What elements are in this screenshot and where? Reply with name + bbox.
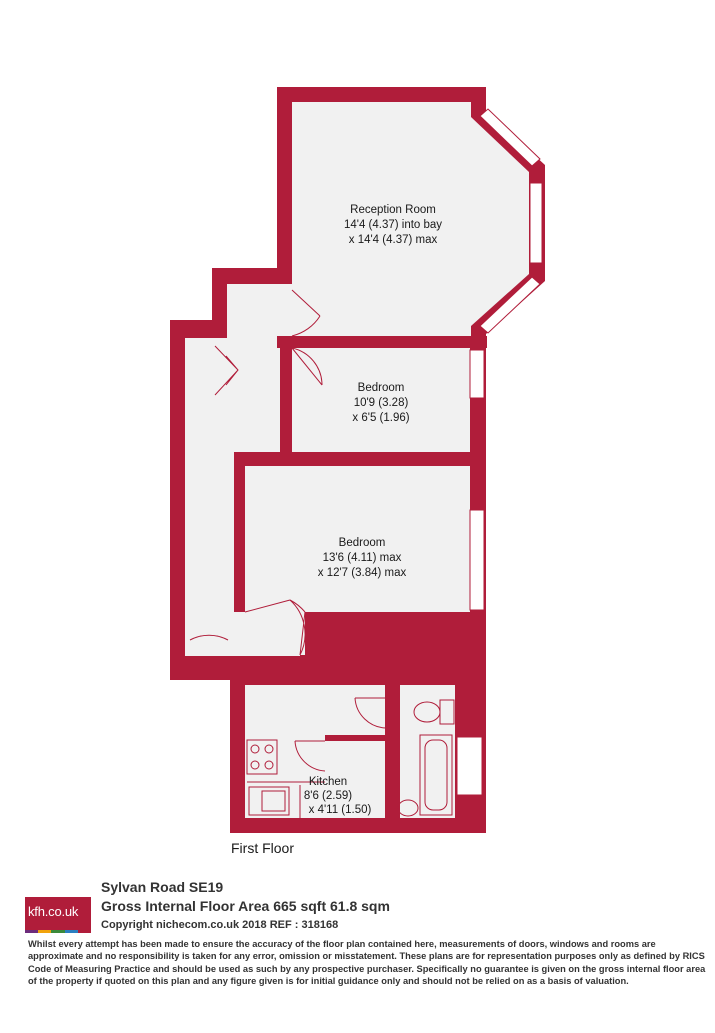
logo-strip-segment xyxy=(64,930,78,933)
cupboard-door xyxy=(214,345,239,396)
window xyxy=(479,108,541,167)
copyright: Copyright nichecom.co.uk 2018 REF : 3181… xyxy=(101,919,339,931)
window xyxy=(469,509,485,611)
kitchen-dim2: x 4'11 (1.50) xyxy=(309,804,372,816)
sink-icon xyxy=(248,786,290,816)
floor-label: First Floor xyxy=(231,840,294,856)
reception-room-dim2: x 14'4 (4.37) max xyxy=(349,234,438,246)
logo-color-strip xyxy=(25,930,92,933)
basin-icon xyxy=(397,799,419,817)
bedroom-large-dim1: 13'6 (4.11) max xyxy=(323,552,402,564)
sink-icon xyxy=(261,790,286,812)
hob-icon xyxy=(250,760,260,770)
wall-divider xyxy=(385,685,400,818)
window xyxy=(469,349,485,399)
room-labels: Reception Room 14'4 (4.37) into bay x 14… xyxy=(304,204,442,816)
windows xyxy=(456,108,543,796)
floor-area: Gross Internal Floor Area 665 sqft 61.8 … xyxy=(101,898,390,914)
bedroom-door-area xyxy=(245,605,305,655)
wall-divider xyxy=(305,656,407,670)
fixtures xyxy=(246,699,455,818)
entrance-floor xyxy=(185,640,230,656)
bedroom-small-name: Bedroom xyxy=(358,382,405,394)
bath-icon xyxy=(419,734,453,816)
bedroom-small-dim2: x 6'5 (1.96) xyxy=(352,412,409,424)
window xyxy=(529,182,543,264)
door-arc xyxy=(289,599,306,656)
kitchen-name: Kitchen xyxy=(309,776,347,788)
window xyxy=(456,736,483,796)
kitchen-dim1: 8'6 (2.59) xyxy=(304,790,352,802)
wall-divider xyxy=(234,452,486,466)
floor-areas xyxy=(185,102,529,818)
wall-divider xyxy=(277,336,487,348)
floor-plan: Reception Room 14'4 (4.37) into bay x 14… xyxy=(170,87,545,833)
wall-divider xyxy=(234,466,245,612)
hob-icon xyxy=(264,744,274,754)
disclaimer: Whilst every attempt has been made to en… xyxy=(28,939,706,987)
doors xyxy=(189,289,387,772)
door-arc xyxy=(291,289,321,337)
reception-room-floor xyxy=(292,102,529,336)
bedroom-large-name: Bedroom xyxy=(339,537,386,549)
bedroom-small-floor xyxy=(292,348,470,452)
property-address: Sylvan Road SE19 xyxy=(101,879,224,895)
bath-icon xyxy=(424,739,448,811)
logo-strip-segment xyxy=(51,930,65,933)
bedroom-small-dim1: 10'9 (3.28) xyxy=(354,397,409,409)
door-arc xyxy=(294,740,326,772)
logo-text: kfh.co.uk xyxy=(28,904,79,919)
wall-divider xyxy=(325,735,385,741)
kitchen-floor xyxy=(245,735,385,818)
reception-room-dim1: 14'4 (4.37) into bay xyxy=(344,219,442,231)
toilet-icon xyxy=(413,701,441,723)
logo-strip-segment xyxy=(38,930,52,933)
reception-room-name: Reception Room xyxy=(350,204,436,216)
hall-floor xyxy=(185,284,300,656)
door-arc xyxy=(291,347,323,386)
logo: kfh.co.uk xyxy=(25,897,91,930)
bathroom-floor xyxy=(400,685,455,818)
logo-strip-segment xyxy=(25,930,39,933)
hob-icon xyxy=(264,760,274,770)
lower-hall-floor xyxy=(245,685,385,735)
door-arc xyxy=(354,697,387,729)
bedroom-large-dim2: x 12'7 (3.84) max xyxy=(318,567,407,579)
bedroom-large-floor xyxy=(245,466,470,612)
hob-icon xyxy=(246,739,278,775)
door-arc xyxy=(189,634,229,641)
window xyxy=(479,276,541,334)
hob-icon xyxy=(250,744,260,754)
logo-strip-segment xyxy=(77,930,92,933)
